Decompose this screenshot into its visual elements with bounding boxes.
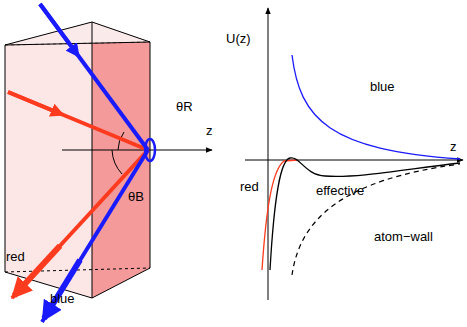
beam-label: blue (50, 292, 75, 306)
curve-label: red (240, 180, 259, 194)
z-axis (62, 150, 212, 151)
curve-label: atom−wall (374, 230, 433, 244)
blue-beam (40, 4, 148, 322)
curve-label: effective (316, 184, 364, 198)
axis-label: U(z) (226, 32, 251, 46)
axis-label: z (450, 140, 457, 154)
beam-label: red (6, 250, 25, 264)
angle-label: θB (128, 190, 144, 204)
axis-label: z (206, 124, 213, 138)
prism (5, 22, 150, 298)
blue-potential (292, 55, 460, 159)
effective-potential (270, 158, 460, 270)
angle-arc (112, 150, 122, 174)
z-axis (245, 160, 463, 161)
angle-label: θR (176, 100, 193, 114)
beam-spot (145, 139, 155, 161)
u-axis (268, 8, 269, 300)
curve-label: blue (370, 80, 395, 94)
atom-wall-potential (292, 164, 460, 275)
